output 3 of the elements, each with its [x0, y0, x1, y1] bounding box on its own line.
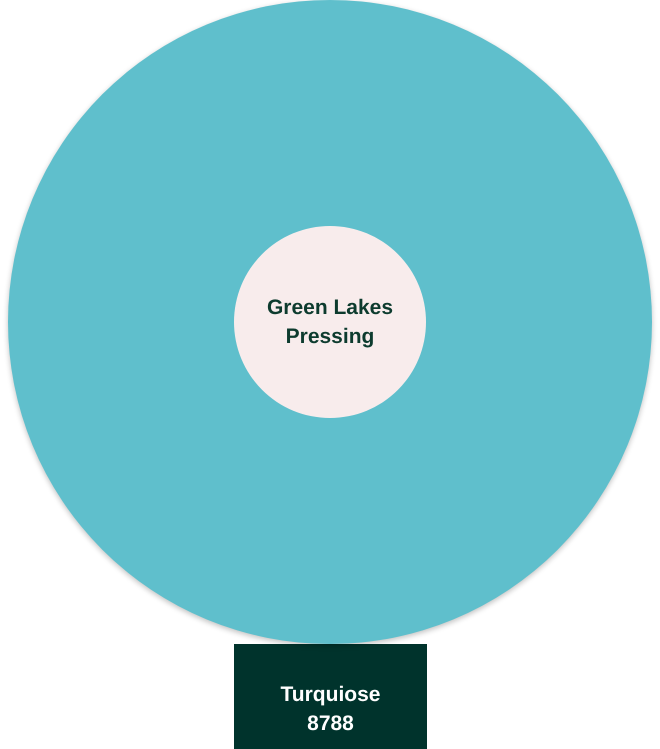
label-bar	[234, 644, 427, 749]
node-label: Turquiose 8788	[280, 682, 382, 737]
node-label: Green Lakes Pressing	[266, 295, 394, 350]
